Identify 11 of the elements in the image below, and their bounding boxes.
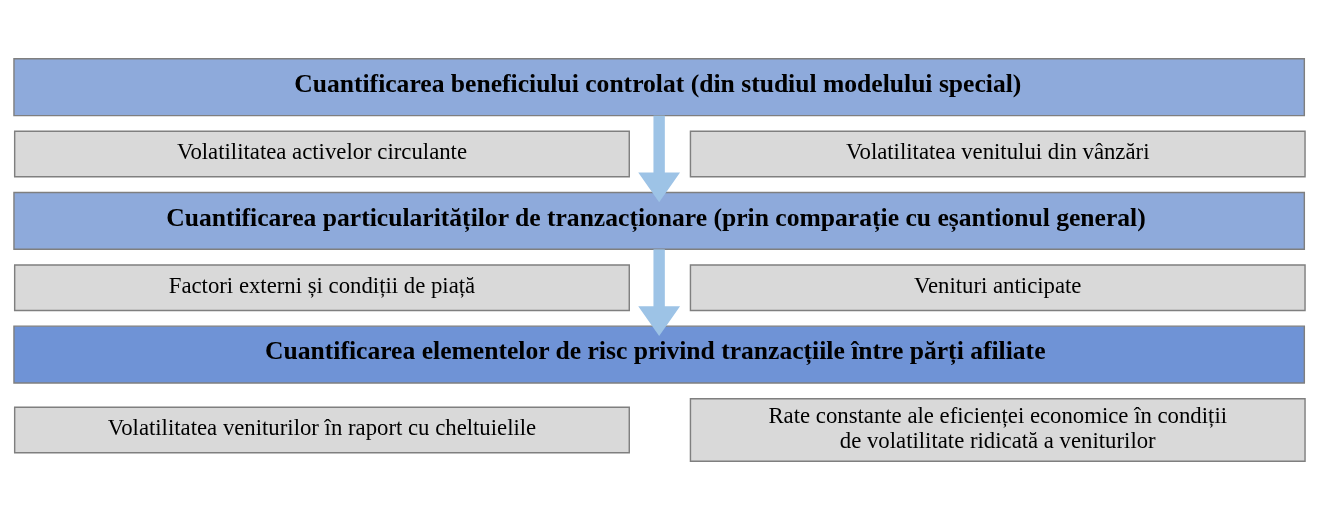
arrow <box>638 248 681 336</box>
arrow <box>638 115 681 202</box>
node-box: Cuantificarea elementelor de risc privind tranzacțiile între părți afiliate <box>13 324 1306 384</box>
node-box: Cuantificarea particularităților de tranzacționare (prin comparație cu eșantionul general) <box>13 191 1306 250</box>
node-box: Volatilitatea activelor circulante <box>13 130 630 177</box>
node-box: Cuantificarea beneficiului controlat (din studiul modelului special) <box>13 57 1306 116</box>
node-box: Volatilitatea veniturilor în raport cu cheltuielile <box>13 406 630 453</box>
node-box: Rate constante ale eficienței economice în condiții de volatilitate ridicată a veniturilor <box>689 397 1306 462</box>
node-box: Venituri anticipate <box>689 263 1306 311</box>
node-box: Volatilitatea venitului din vânzări <box>689 130 1306 177</box>
node-box: Factori externi și condiții de piață <box>13 263 630 311</box>
